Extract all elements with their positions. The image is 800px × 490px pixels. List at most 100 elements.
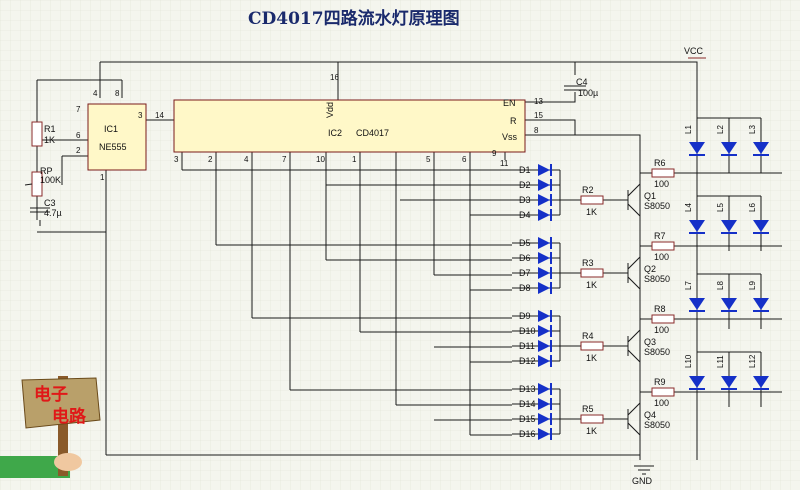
ic2-pin-4: 4 [244,155,249,164]
led-resistor [651,314,675,324]
transistor-ref: Q1 [644,191,656,201]
diode-label: D16 [519,429,536,439]
led-label: L9 [748,281,757,290]
c3-ref: C3 [44,198,56,208]
ground-symbol [634,465,654,475]
ic2-pin-8: 8 [534,126,539,135]
ic2-ref: IC2 [328,128,342,138]
rp-value: 100K [40,175,61,185]
led [689,220,705,232]
led [689,298,705,310]
led-label: L2 [716,125,725,134]
diode-label: D15 [519,414,536,424]
ic2-pin-1: 1 [352,155,357,164]
base-resistor-ref: R5 [582,404,594,414]
diode [538,194,550,206]
led [753,220,769,232]
ic1-pin-1: 1 [100,173,105,182]
led-resistor-ref: R7 [654,231,666,241]
ic1-pin-3: 3 [138,111,143,120]
r1-value: 1K [44,135,55,145]
c3-value: 4.7µ [44,208,62,218]
led [721,376,737,388]
led [721,142,737,154]
logo-line2: 电路 [52,406,87,427]
ic2-pin-5: 5 [426,155,431,164]
transistor-collector [627,183,641,197]
base-resistor-value: 1K [586,426,597,436]
gnd-label: GND [632,476,653,486]
vcc-label: VCC [684,46,704,56]
collector-wire [639,172,782,184]
transistor-emitter [627,349,641,363]
c4-value: 100µ [578,88,598,98]
diode [538,428,550,440]
ic2-pin-10: 10 [316,155,325,164]
ic1-pin-8: 8 [115,89,120,98]
ic2-part: CD4017 [356,128,389,138]
diode [538,340,550,352]
diode-label: D10 [519,326,536,336]
ic2-pin-11: 11 [500,159,509,168]
ic2-bottom-pins: 3 2 4 7 10 1 5 6 9 11 [174,149,509,168]
diode [538,310,550,322]
c4-ref: C4 [576,77,588,87]
diode-label: D11 [519,341,535,351]
diode-label: D9 [519,311,531,321]
ic1-pin-2: 2 [76,146,81,155]
led-label: L5 [716,203,725,212]
ic2-pin-9: 9 [492,149,497,158]
diode-label: D13 [519,384,536,394]
ic1-pin-7: 7 [76,105,81,114]
rp-potentiometer [31,171,43,197]
led-resistor-value: 100 [654,179,669,189]
ic2-pin-2: 2 [208,155,213,164]
wires [36,61,698,460]
led [753,376,769,388]
led-label: L12 [748,354,757,368]
led-label: L4 [684,203,693,212]
collector-wire [639,245,782,257]
diode-label: D6 [519,253,531,263]
led-label: L7 [684,281,693,290]
led [689,376,705,388]
rp-ref: RP [40,166,53,176]
led-label: L8 [716,281,725,290]
diode [538,398,550,410]
diode-label: D14 [519,399,536,409]
diode [538,179,550,191]
ic2-pin-7: 7 [282,155,287,164]
led [753,142,769,154]
transistor-collector [627,256,641,270]
transistor-part: S8050 [644,274,670,284]
diode-label: D5 [519,238,531,248]
led-resistor [651,387,675,397]
base-resistor-value: 1K [586,207,597,217]
logo: 电子 电路 [0,376,101,478]
diode [538,325,550,337]
logo-line1: 电子 [34,384,68,405]
diode-label: D8 [519,283,531,293]
ic2-pin-3: 3 [174,155,179,164]
ic2-vss: Vss [502,132,518,142]
transistor-ref: Q2 [644,264,656,274]
ic2-pin-13: 13 [534,97,543,106]
diode [538,267,550,279]
diode-label: D4 [519,210,531,220]
transistor-collector [627,329,641,343]
ic1-pin-4: 4 [93,89,98,98]
ic2-pin-14: 14 [155,111,164,120]
led [721,298,737,310]
led-resistor-value: 100 [654,325,669,335]
diode-label: D7 [519,268,531,278]
diode [538,413,550,425]
transistor-emitter [627,422,641,436]
transistor-emitter [627,276,641,290]
c4-capacitor [564,85,586,91]
led-resistor-ref: R6 [654,158,666,168]
rp-wiper [24,183,33,186]
transistor-part: S8050 [644,201,670,211]
diode [538,237,550,249]
base-resistor [580,268,604,278]
